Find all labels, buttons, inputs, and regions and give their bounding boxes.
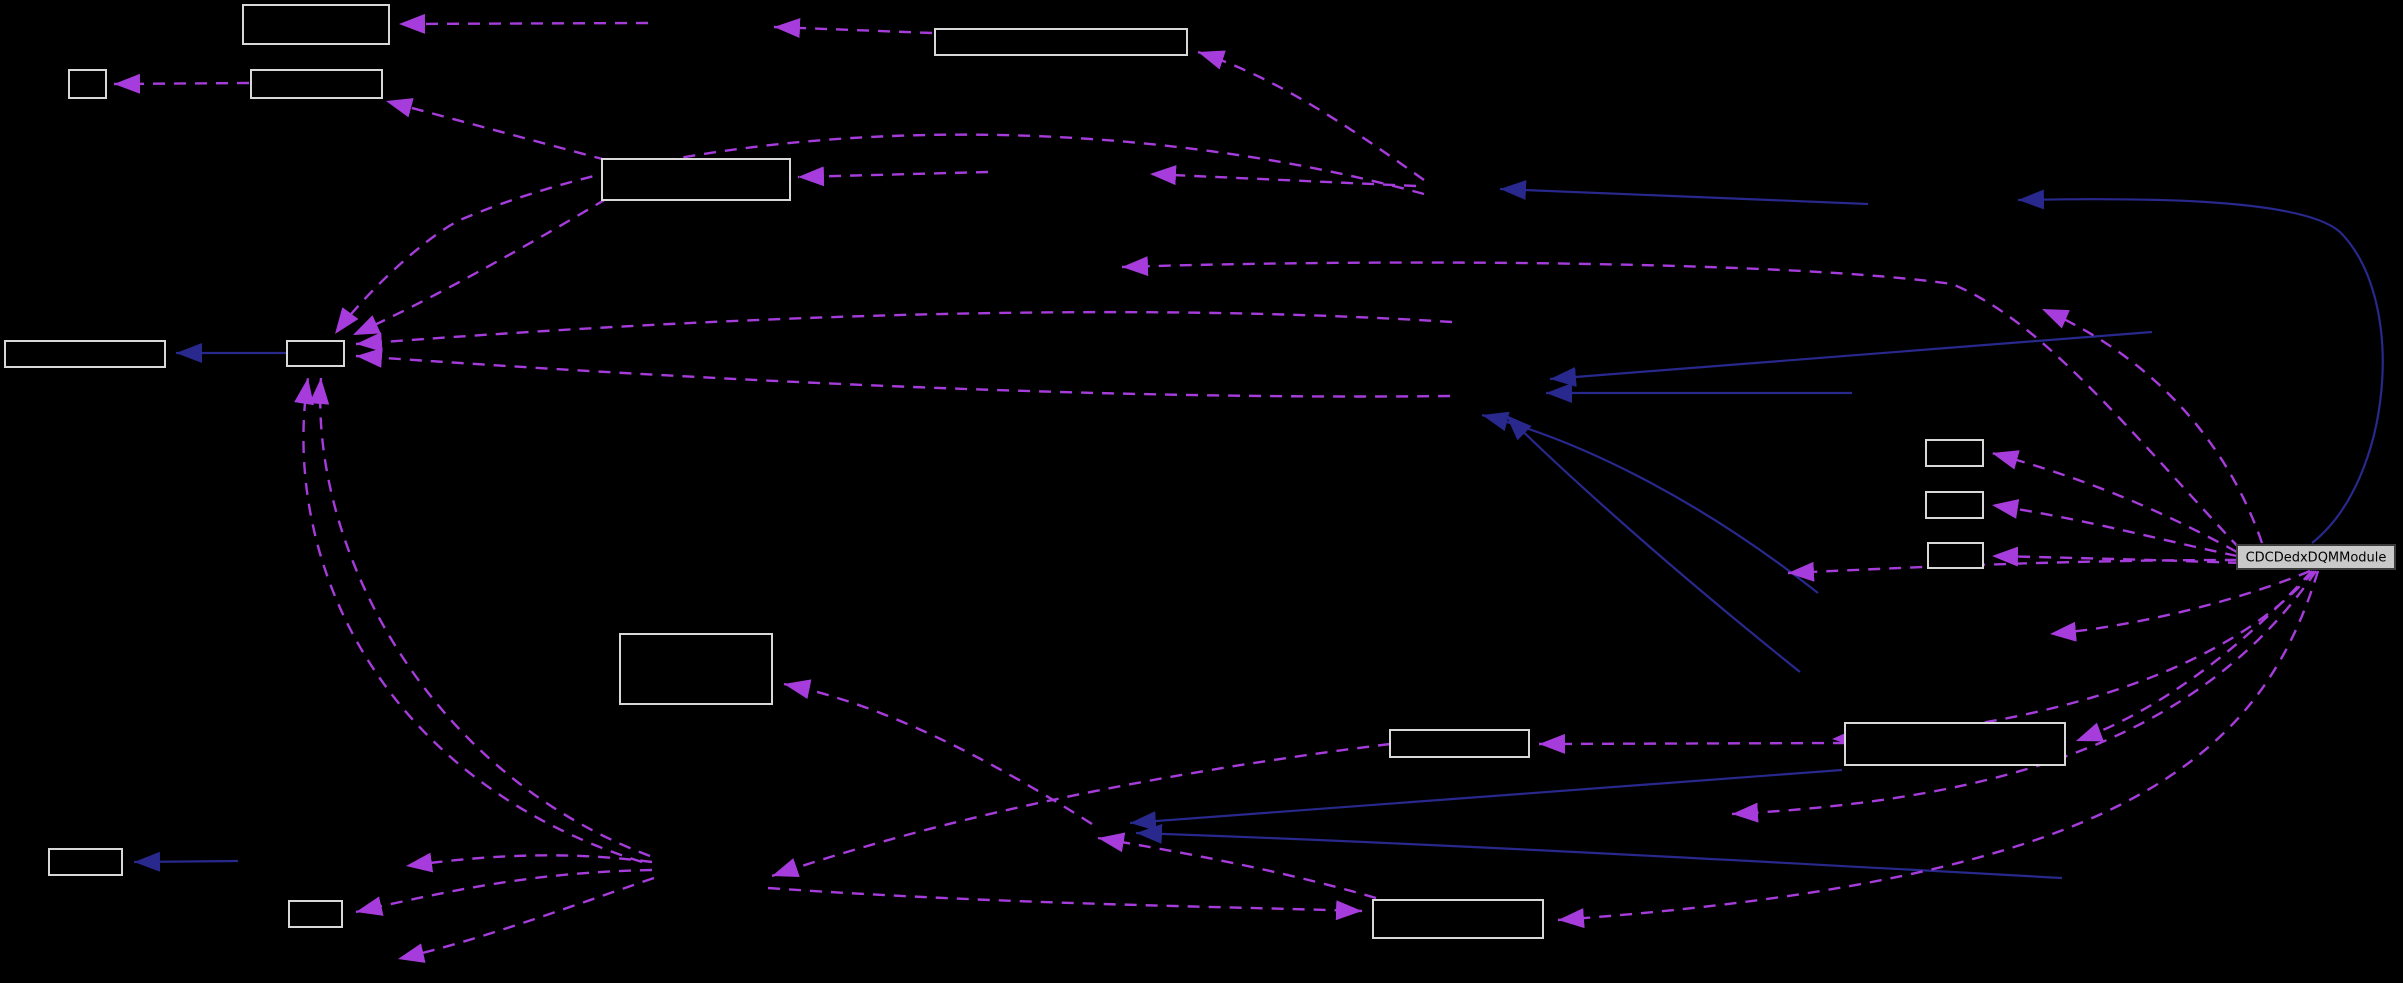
dependency-edge — [398, 13, 649, 34]
inheritance-edge — [1499, 180, 1869, 206]
diagram-node-main[interactable]: CDCDedxDQMModule — [2236, 544, 2396, 570]
dependency-edge — [771, 742, 1391, 878]
dependency-edge — [2049, 569, 2311, 642]
dependency-edge — [767, 886, 1363, 921]
inheritance-edge — [133, 851, 239, 872]
dependency-edge — [1538, 733, 1846, 754]
diagram-node[interactable] — [250, 69, 383, 99]
inheritance-edge — [1129, 768, 1843, 832]
dependency-edge — [783, 679, 1093, 826]
dependency-edge — [1991, 450, 2238, 554]
dependency-edge — [2041, 307, 2264, 544]
diagram-nodes: CDCDedxDQMModule — [4, 4, 2396, 939]
dependency-edge — [1121, 256, 2241, 550]
dependency-edge — [397, 876, 655, 963]
dependency-edge — [773, 17, 933, 38]
dependency-edge — [113, 73, 250, 94]
diagram-node[interactable] — [1389, 729, 1530, 758]
diagram-node[interactable] — [601, 158, 791, 201]
dependency-edge — [1731, 570, 2317, 823]
dependency-edge — [1991, 499, 2238, 558]
diagram-node[interactable] — [619, 633, 773, 705]
inheritance-edge — [1135, 823, 2063, 880]
dependency-edge — [385, 98, 607, 162]
inheritance-edge — [2017, 189, 2384, 544]
dependency-edge — [2075, 570, 2313, 743]
dependency-edge — [352, 197, 607, 337]
dependency-edge — [355, 310, 1453, 353]
dependency-edge — [797, 166, 989, 187]
dependency-edge — [294, 377, 643, 864]
dependency-edge — [355, 347, 1451, 398]
diagram-edges — [113, 13, 2384, 963]
dependency-edge — [405, 852, 653, 873]
diagram-node[interactable] — [1925, 491, 1984, 519]
diagram-node[interactable] — [288, 900, 343, 928]
diagram-node[interactable] — [4, 340, 166, 368]
diagram-node[interactable] — [286, 340, 345, 367]
dependency-edge — [1097, 832, 1377, 900]
dependency-edge — [309, 377, 651, 858]
inheritance-edge — [1505, 414, 1801, 673]
dependency-edge — [355, 868, 653, 916]
diagram-node[interactable] — [1927, 542, 1984, 569]
diagram-node[interactable] — [1844, 722, 2066, 766]
dependency-edge — [1991, 546, 2241, 567]
dependency-edge — [334, 133, 1425, 335]
diagram-node[interactable] — [48, 848, 123, 876]
inheritance-edge — [1549, 330, 2153, 387]
diagram-node[interactable] — [242, 4, 390, 45]
dependency-edge — [1149, 165, 1417, 188]
dependency-edge — [1197, 50, 1425, 181]
diagram-node[interactable] — [68, 69, 107, 99]
dependency-edge — [1557, 570, 2320, 929]
diagram-node[interactable] — [1372, 899, 1544, 939]
diagram-node-label: CDCDedxDQMModule — [2246, 551, 2387, 566]
diagram-node[interactable] — [934, 28, 1188, 56]
dependency-edge — [1787, 558, 2238, 582]
diagram-node[interactable] — [1925, 439, 1984, 467]
